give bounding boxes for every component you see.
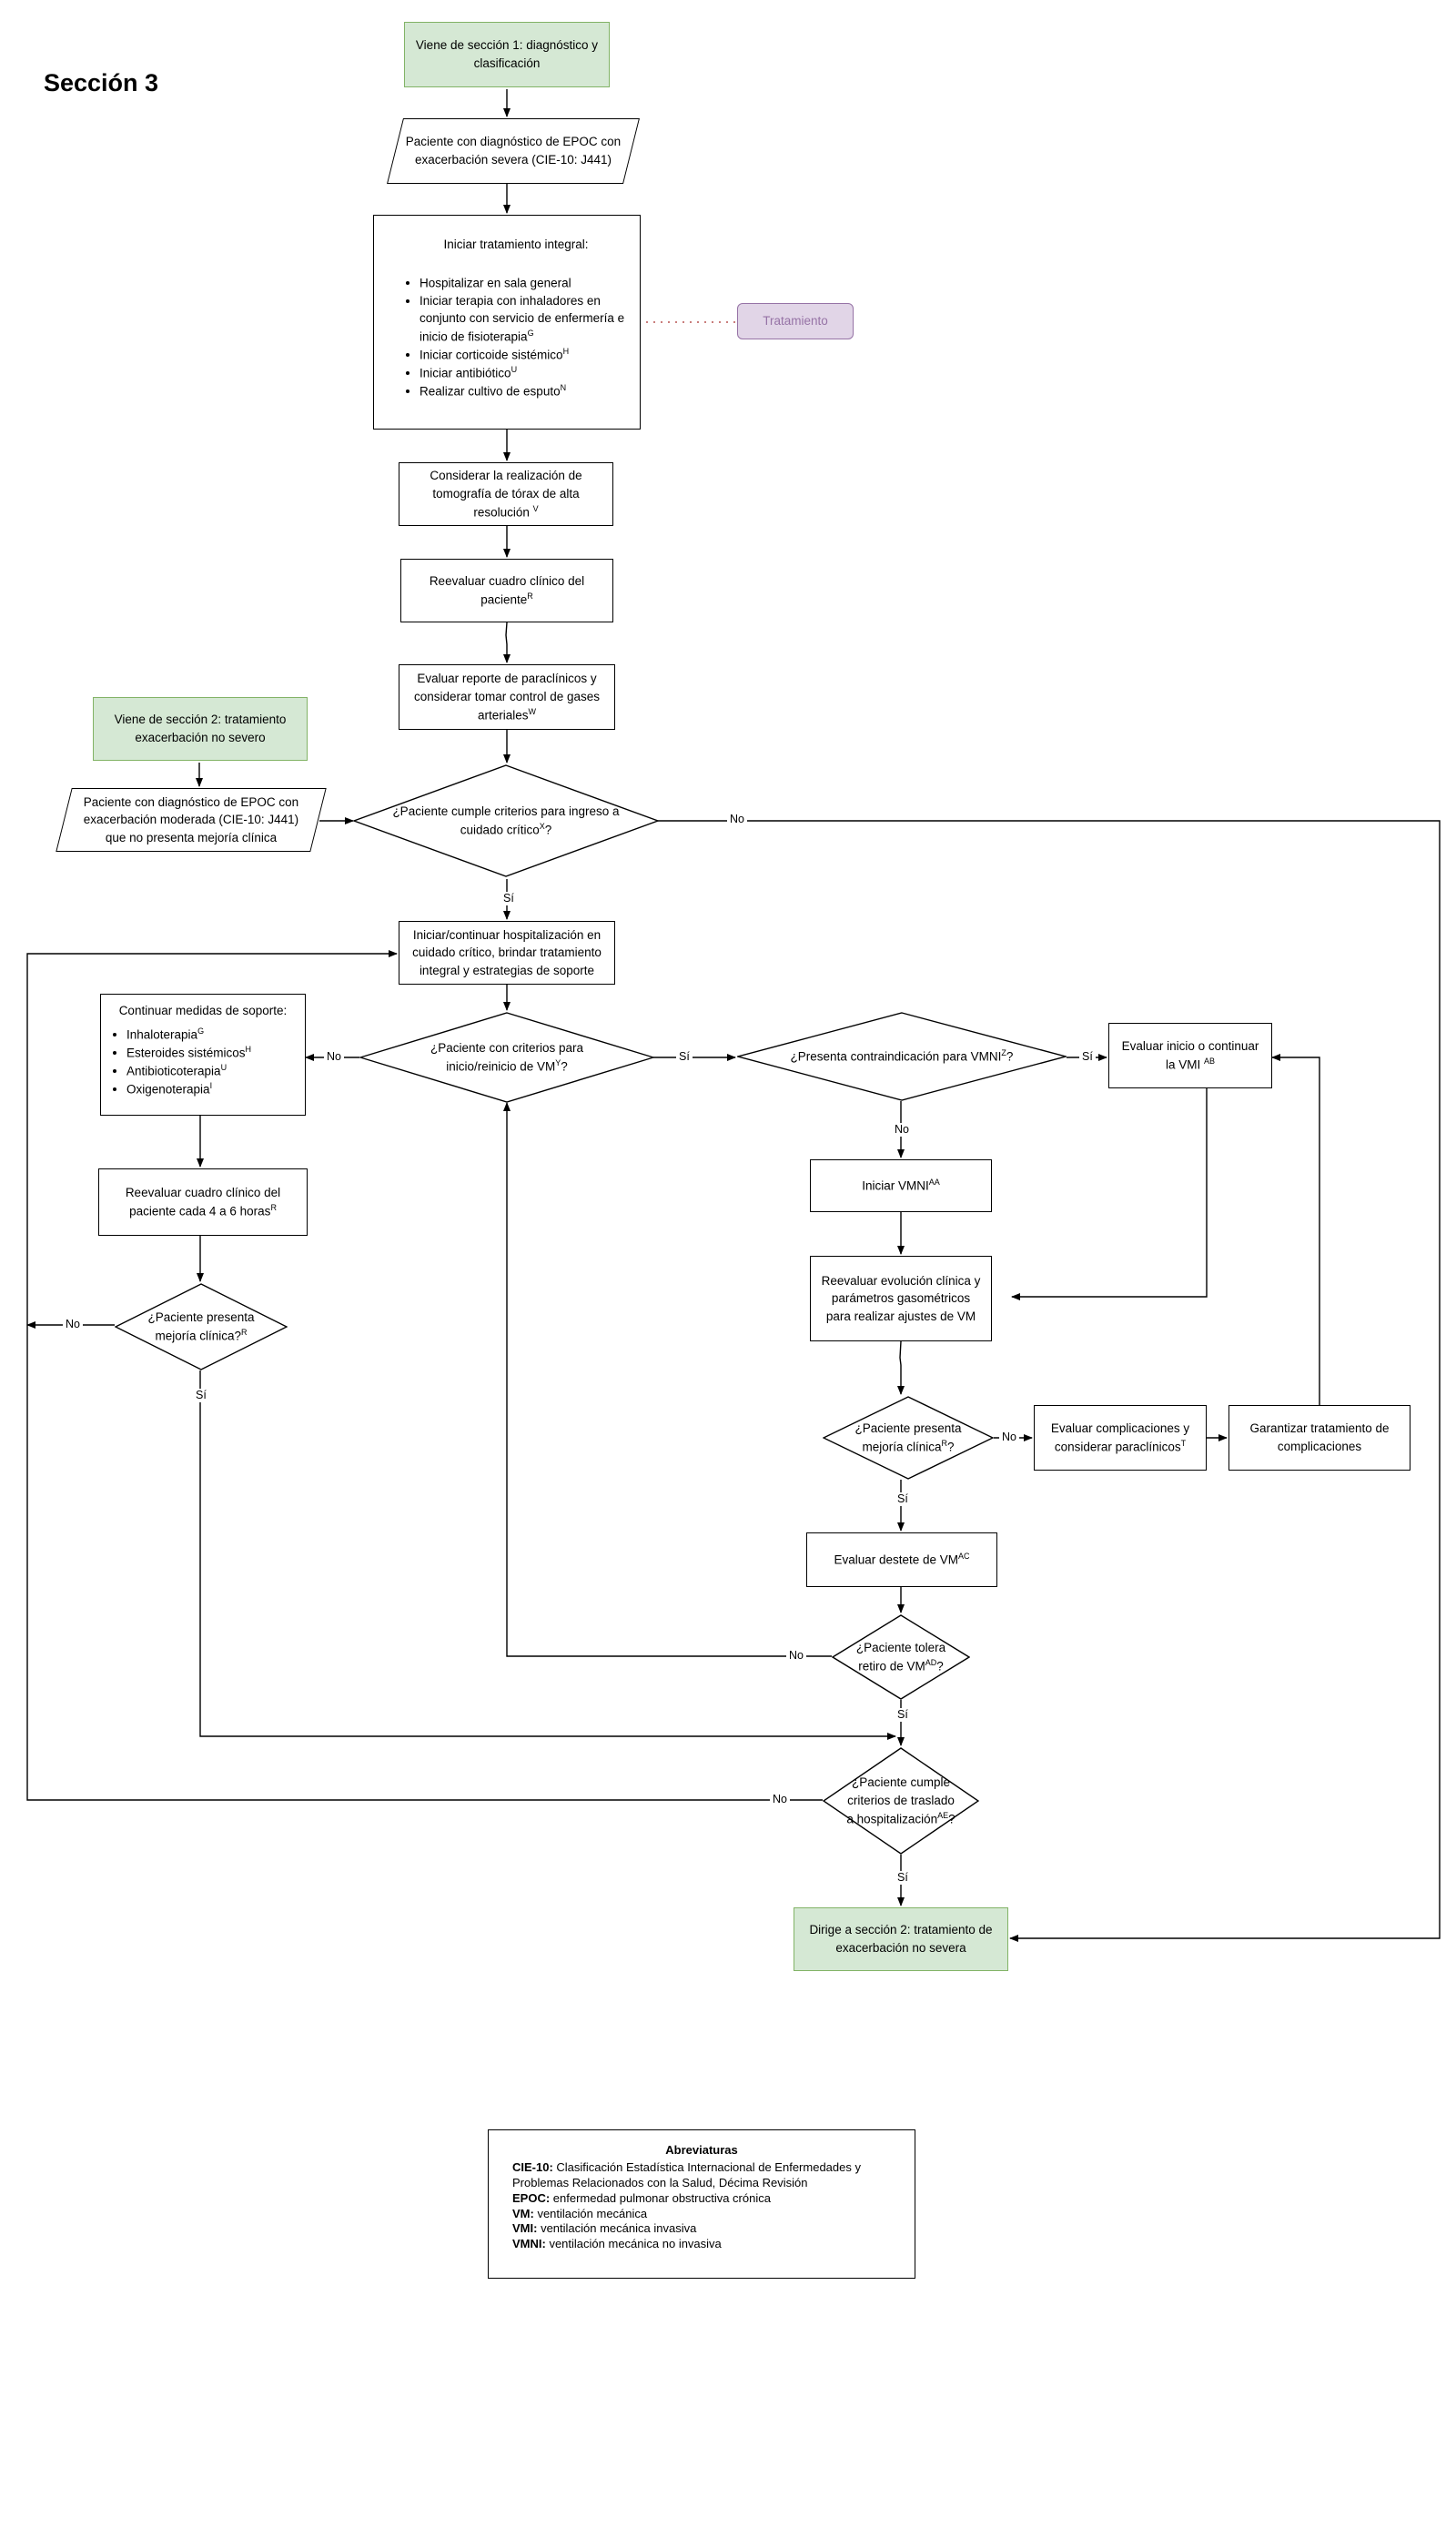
vmni-contra-diamond-shape [737, 1012, 1067, 1101]
support-measures-node: Continuar medidas de soporte: Inhalotera… [100, 994, 306, 1116]
icu-criteria-decision: ¿Paciente cumple criterios para ingreso … [392, 804, 620, 837]
edge-label-yes: Sí [895, 1708, 911, 1722]
initial-treatment-node: Iniciar tratamiento integral: Hospitaliz… [373, 215, 641, 430]
edge-label-yes: Sí [895, 1492, 911, 1506]
end-to-section-2: Dirige a sección 2: tratamiento de exace… [794, 1907, 1008, 1971]
support-item: OxigenoterapiaI [126, 1080, 296, 1098]
support-heading: Continuar medidas de soporte: [118, 1004, 288, 1017]
treatment-item: Hospitalizar en sala general [420, 274, 629, 292]
icu-hospitalization-node: Iniciar/continuar hospitalización en cui… [399, 921, 615, 985]
edge-label-no: No [727, 813, 747, 826]
transfer-diamond-shape [823, 1747, 979, 1855]
start-vmni-node: Iniciar VMNIAA [810, 1159, 992, 1212]
guarantee-treatment-node: Garantizar tratamiento de complicaciones [1228, 1405, 1410, 1471]
improvement-decision-1: ¿Paciente presenta mejoría clínica?R [147, 1310, 255, 1343]
reevaluate-4-6h-node: Reevaluar cuadro clínico del paciente ca… [98, 1168, 308, 1236]
abbreviations-heading: Abreviaturas [665, 2143, 738, 2157]
abbreviation-item: CIE-10: Clasificación Estadística Intern… [512, 2159, 861, 2189]
edge-label-no: No [999, 1431, 1019, 1444]
edge-label-no: No [770, 1793, 790, 1806]
edge-label-no: No [63, 1318, 83, 1331]
edge-label-yes: Sí [1079, 1050, 1096, 1064]
treatment-item: Iniciar antibióticoU [420, 364, 629, 382]
vmni-contraindication-decision: ¿Presenta contraindicación para VMNIZ? [790, 1047, 1014, 1064]
support-item: InhaloterapiaG [126, 1026, 296, 1044]
reevaluate-clinical-node: Reevaluar cuadro clínico del pacienteR [400, 559, 613, 622]
edge-label-no: No [324, 1050, 344, 1064]
treatment-tag: Tratamiento [737, 303, 854, 339]
tolerate-weaning-decision: ¿Paciente tolera retiro de VMAD? [855, 1641, 946, 1674]
abbreviation-item: EPOC: enfermedad pulmonar obstructiva cr… [512, 2190, 771, 2205]
treatment-item: Iniciar corticoide sistémicoH [420, 346, 629, 364]
edge-label-yes: Sí [676, 1050, 693, 1064]
tomography-node: Considerar la realización de tomografía … [399, 462, 613, 526]
abbreviation-item: VMI: ventilación mecánica invasiva [512, 2221, 697, 2236]
edge-label-yes: Sí [895, 1871, 911, 1885]
abbreviations-box: Abreviaturas CIE-10: Clasificación Estad… [488, 2129, 915, 2279]
vm-criteria-diamond-shape [359, 1012, 654, 1103]
start-from-section-1: Viene de sección 1: diagnóstico y clasif… [404, 22, 610, 87]
icu-criteria-diamond-shape [353, 764, 659, 877]
page-title: Sección 3 [44, 69, 159, 96]
support-item: AntibioticoterapiaU [126, 1062, 296, 1080]
diagnosis-severe-node: Paciente con diagnóstico de EPOC con exa… [395, 118, 632, 184]
start-from-section-2: Viene de sección 2: tratamiento exacerba… [93, 697, 308, 761]
abbreviation-item: VMNI: ventilación mecánica no invasiva [512, 2237, 722, 2251]
improvement-2-diamond-shape [823, 1396, 994, 1480]
treatment-heading: Iniciar tratamiento integral: [443, 238, 589, 251]
reevaluate-vm-node: Reevaluar evolución clínica y parámetros… [810, 1256, 992, 1341]
edge-label-no: No [892, 1123, 912, 1137]
abbreviation-item: VM: ventilación mecánica [512, 2206, 648, 2220]
tolerate-diamond-shape [832, 1614, 970, 1700]
improvement-decision-2: ¿Paciente presenta mejoría clínicaR? [854, 1421, 962, 1454]
improvement-1-diamond-shape [115, 1283, 288, 1370]
edge-label-yes: Sí [500, 892, 517, 905]
vm-criteria-decision: ¿Paciente con criterios para inicio/rein… [430, 1041, 584, 1074]
edge-label-yes: Sí [193, 1389, 209, 1402]
evaluate-complications-node: Evaluar complicaciones y considerar para… [1034, 1405, 1207, 1471]
edge-label-no: No [786, 1649, 806, 1663]
treatment-list: Hospitalizar en sala general Iniciar ter… [403, 274, 629, 400]
support-item: Esteroides sistémicosH [126, 1044, 296, 1062]
evaluate-vmi-node: Evaluar inicio o continuar la VMI AB [1108, 1023, 1272, 1088]
support-list: InhaloterapiaG Esteroides sistémicosH An… [110, 1026, 296, 1098]
treatment-item: Realizar cultivo de esputoN [420, 382, 629, 400]
transfer-criteria-decision: ¿Paciente cumple criterios de traslado a… [846, 1775, 956, 1826]
paraclinics-node: Evaluar reporte de paraclínicos y consid… [399, 664, 615, 730]
treatment-item: Iniciar terapia con inhaladores en conju… [420, 292, 629, 346]
diagnosis-moderate-node: Paciente con diagnóstico de EPOC con exa… [64, 788, 318, 852]
weaning-node: Evaluar destete de VMAC [806, 1532, 997, 1587]
